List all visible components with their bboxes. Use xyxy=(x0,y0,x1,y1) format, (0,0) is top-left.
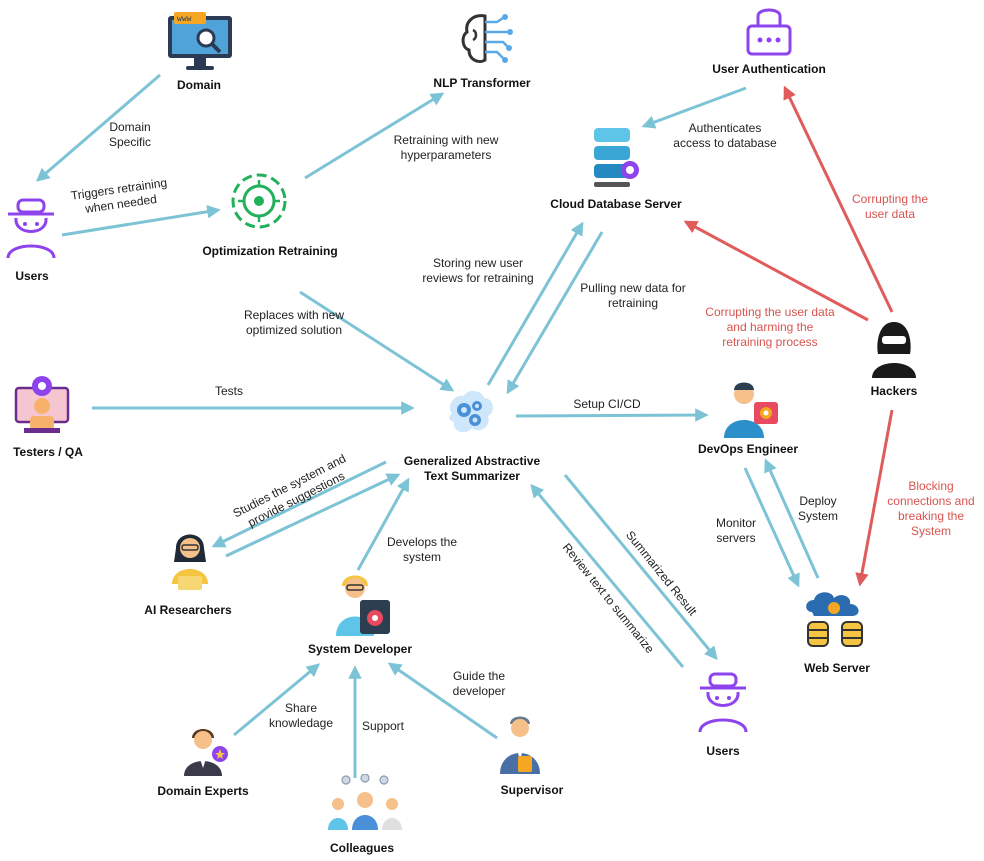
node-label-testers-qa: Testers / QA xyxy=(13,445,83,459)
node-label-hackers: Hackers xyxy=(870,384,918,398)
arrow-devops-to-webserver xyxy=(743,467,800,588)
node-label-users-top: Users xyxy=(15,269,49,283)
edge-label-pulling-data: Pulling new data for retraining xyxy=(580,281,686,310)
edge-label-corrupting-user-data: Corrupting the user data xyxy=(851,192,929,221)
edge-label-monitor-servers: Monitor servers xyxy=(715,516,757,545)
tester-icon xyxy=(14,376,70,433)
arrow-database-to-summarizer xyxy=(506,231,604,395)
node-label-web-server: Web Server xyxy=(804,661,870,675)
arrow-users-to-summarizer xyxy=(530,483,685,668)
edge-label-guide-developer: Guide the developer xyxy=(452,669,506,698)
web-server-icon xyxy=(806,592,863,647)
edge-label-replaces-solution: Replaces with new optimized solution xyxy=(243,308,345,337)
user-hat-icon xyxy=(6,198,56,259)
colleagues-icon xyxy=(328,774,402,830)
arrow-domain-to-users xyxy=(35,73,161,182)
edge-label-retraining-hyperparameters: Retraining with new hyperparameters xyxy=(393,133,499,162)
edge-label-setup-cicd: Setup CI/CD xyxy=(573,397,641,411)
edge-label-share-knowledge: Share knowledage xyxy=(268,701,334,730)
expert-icon xyxy=(184,729,228,776)
developer-icon xyxy=(336,575,390,636)
node-label-colleagues: Colleagues xyxy=(329,841,395,855)
monitor-search-icon: www xyxy=(168,12,232,70)
arrow-developer-to-summarizer xyxy=(356,477,410,571)
brain-circuit-icon xyxy=(461,14,513,64)
database-icon xyxy=(594,128,639,187)
padlock-icon xyxy=(746,8,792,56)
edge-label-storing-reviews: Storing new user reviews for retraining xyxy=(422,256,534,285)
node-label-system-developer: System Developer xyxy=(307,642,413,656)
arrow-summarizer-to-researchers xyxy=(211,460,387,548)
node-label-users-bottom: Users xyxy=(706,744,740,758)
edge-label-blocking-connections: Blocking connections and breaking the Sy… xyxy=(887,479,975,538)
arrow-researchers-to-summarizer xyxy=(225,473,401,558)
edge-label-support: Support xyxy=(361,719,405,733)
arrow-summarizer-to-database xyxy=(486,221,584,386)
arrow-supervisor-to-developer xyxy=(387,662,498,740)
node-label-summarizer-line2: Text Summarizer xyxy=(424,469,520,483)
node-label-summarizer-line1: Generalized Abstractive xyxy=(403,454,541,468)
node-label-domain: Domain xyxy=(176,78,222,92)
arrow-hackers-to-auth xyxy=(783,85,894,313)
arrow-hackers-to-database xyxy=(683,220,869,322)
edge-label-deploy-system: Deploy System xyxy=(797,494,839,523)
devops-icon xyxy=(724,382,778,438)
arrow-summarizer-to-devops xyxy=(515,408,709,422)
arrow-users-to-optimization xyxy=(61,205,221,237)
gear-circuit-icon xyxy=(231,173,287,229)
brain-gears-icon xyxy=(449,390,493,433)
edge-label-develops-system: Develops the system xyxy=(386,535,458,564)
edge-label-authenticates: Authenticates access to database xyxy=(673,121,777,150)
arrow-summarizer-to-users xyxy=(563,474,718,661)
supervisor-icon xyxy=(500,716,540,774)
researcher-icon xyxy=(172,534,208,590)
hacker-icon xyxy=(872,322,916,378)
node-label-ai-researchers: AI Researchers xyxy=(144,603,232,617)
arrow-auth-to-database xyxy=(641,86,747,129)
node-label-optimization-retraining: Optimization Retraining xyxy=(202,244,338,258)
arrow-webserver-to-devops xyxy=(764,458,820,579)
node-label-domain-experts: Domain Experts xyxy=(157,784,249,798)
arrow-optimization-to-nlp xyxy=(304,92,445,180)
arrow-experts-to-developer xyxy=(233,663,321,737)
svg-text:www: www xyxy=(177,14,192,23)
node-label-devops-engineer: DevOps Engineer xyxy=(697,442,799,456)
node-label-cloud-database-server: Cloud Database Server xyxy=(550,197,682,211)
arrow-optimization-to-summarizer xyxy=(299,290,455,392)
edge-label-corrupting-harming: Corrupting the user data and harming the… xyxy=(705,305,835,349)
node-label-supervisor: Supervisor xyxy=(500,783,564,797)
arrow-hackers-to-webserver xyxy=(855,409,894,587)
edge-label-tests: Tests xyxy=(214,384,244,398)
user-hat-icon xyxy=(698,672,748,733)
node-label-user-authentication: User Authentication xyxy=(712,62,826,76)
edge-label-domain-specific: Domain Specific xyxy=(108,120,152,149)
node-label-nlp-transformer: NLP Transformer xyxy=(433,76,531,90)
